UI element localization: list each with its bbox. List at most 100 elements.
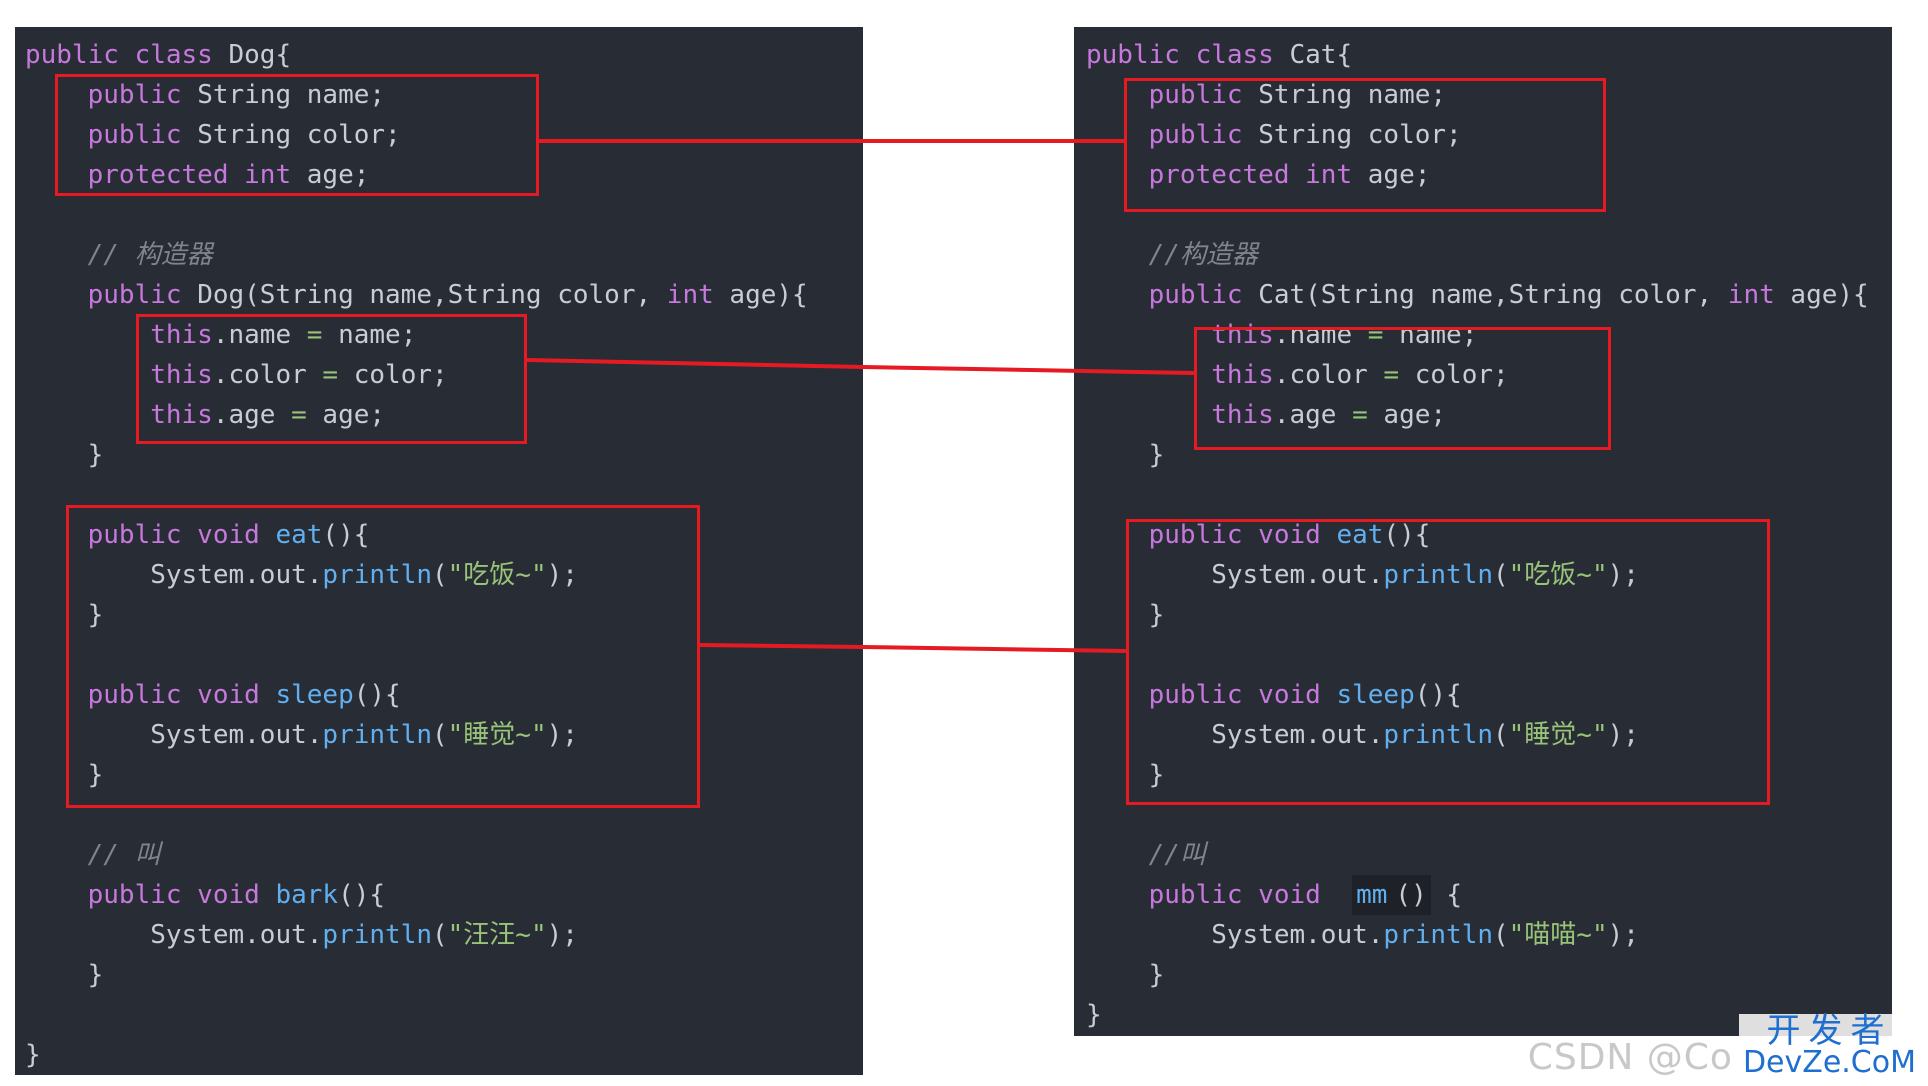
code-token: ); [546,720,578,750]
code-token: ( [432,720,448,750]
code-token: .color [1273,360,1384,390]
code-token: eat [275,520,323,550]
cat-code-line: System.out.println("吃饭~"); [1086,555,1869,595]
code-token: public void [25,680,276,710]
code-token: this [1086,320,1274,350]
cat-code-line: //叫 [1086,835,1869,875]
code-token: = [306,320,323,350]
code-token: public void [25,520,276,550]
cat-code-line: System.out.println("喵喵~"); [1086,915,1869,955]
code-token: name; [322,320,417,350]
code-token: "睡觉~" [447,720,547,750]
code-token: println [322,920,432,950]
code-token: public [1086,120,1259,150]
code-token: } [1086,1000,1102,1030]
code-token: age){ [729,280,808,310]
code-token: = [322,360,339,390]
code-token: "睡觉~" [1508,720,1608,750]
code-token: println [1383,920,1493,950]
code-token: String color; [197,120,401,150]
code-token: age; [1367,400,1447,430]
cat-code-line: protected int age; [1086,155,1869,195]
dog-code-line: System.out.println("汪汪~"); [25,915,808,955]
cat-code-line: public void eat(){ [1086,515,1869,555]
code-token: // 叫 [25,840,161,870]
dog-code-line: // 构造器 [25,235,808,275]
dog-code-line: } [25,435,808,475]
code-token: this [25,360,213,390]
cat-code-line: public String color; [1086,115,1869,155]
code-token: public void [1086,520,1337,550]
dog-code-line: this.name = name; [25,315,808,355]
code-token: color; [338,360,448,390]
code-token: } [25,600,104,630]
dog-code-block: public class Dog{ public String name; pu… [25,35,808,1075]
code-token: System.out. [25,920,323,950]
code-token: public [25,80,198,110]
devze-logo: 开发者 DevZe.CoM [1738,1011,1920,1078]
code-token: () [1391,875,1431,915]
code-token: this [1086,400,1274,430]
code-token: } [25,440,104,470]
code-token: } [1086,760,1165,790]
code-token: // 构造器 [25,240,213,270]
dog-code-line: public Dog(String name,String color, int… [25,275,808,315]
code-token: println [1383,720,1493,750]
code-token: String color; [1258,120,1462,150]
cat-code-line: //构造器 [1086,235,1869,275]
dog-code-line: public String color; [25,115,808,155]
code-token: "喵喵~" [1508,920,1608,950]
dog-code-line: } [25,755,808,795]
code-token: System.out. [25,720,323,750]
code-token: println [322,720,432,750]
code-token: } [1086,600,1165,630]
code-token: "吃饭~" [447,560,547,590]
code-token: public void [25,880,276,910]
cat-code-line: public String name; [1086,75,1869,115]
code-token: println [322,560,432,590]
cat-code-line: } [1086,955,1869,995]
code-token: } [25,760,104,790]
code-token: ); [1607,560,1639,590]
code-token: .name [212,320,307,350]
code-token: = [1352,400,1368,430]
code-token: Cat{ [1289,40,1353,70]
code-token: (){ [338,880,386,910]
code-token: mm [1352,875,1392,915]
code-token: Dog(String name,String color, [197,280,667,310]
code-token: this [25,400,213,430]
cat-code-line: } [1086,595,1869,635]
code-token: sleep [1336,680,1415,710]
dog-code-line: this.age = age; [25,395,808,435]
code-token: .age [212,400,292,430]
code-token: age){ [1790,280,1869,310]
dog-code-line: } [25,1035,808,1075]
code-token: ); [546,560,578,590]
dog-code-line: public class Dog{ [25,35,808,75]
dog-code-line: public void eat(){ [25,515,808,555]
code-token: (){ [322,520,370,550]
code-token: println [1383,560,1493,590]
code-token: ); [1607,720,1639,750]
code-token: ); [1607,920,1639,950]
code-token: public void [1086,680,1337,710]
dog-code-line: protected int age; [25,155,808,195]
code-token: //叫 [1086,840,1206,870]
dog-code-line: public void bark(){ [25,875,808,915]
cat-code-line: this.color = color; [1086,355,1869,395]
cat-code-line: } [1086,755,1869,795]
code-token: int [1727,280,1791,310]
methods-connector [699,643,1127,653]
code-token: public [25,280,198,310]
code-token: age; [306,400,386,430]
code-token: this [25,320,213,350]
code-token: } [1086,440,1165,470]
cat-code-line: public class Cat{ [1086,35,1869,75]
cat-code-line: public void sleep(){ [1086,675,1869,715]
dog-code-line: } [25,955,808,995]
cat-code-line: System.out.println("睡觉~"); [1086,715,1869,755]
devze-logo-top: 开发者 [1766,1011,1893,1051]
code-token: .name [1273,320,1368,350]
code-token: public void [1086,880,1353,910]
